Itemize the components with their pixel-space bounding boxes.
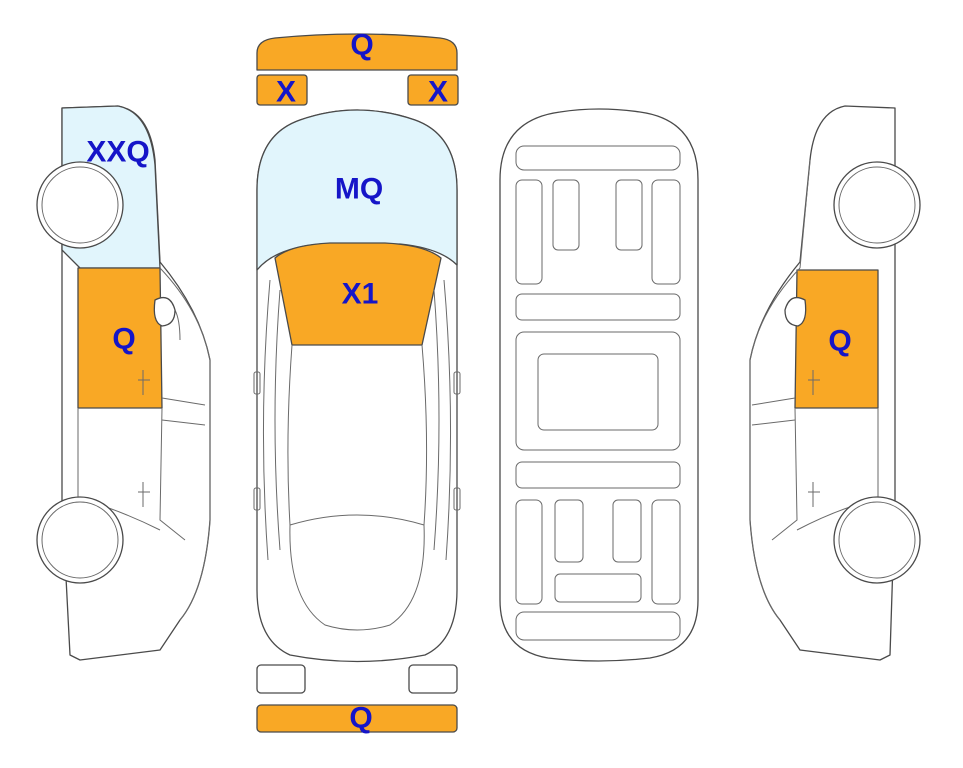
car-top-view — [253, 109, 461, 663]
underbody-part — [651, 499, 681, 605]
left-front-handle — [138, 482, 150, 507]
right-pillar — [799, 159, 811, 269]
left-front-door-edge — [159, 407, 186, 541]
right-belt-line — [751, 397, 796, 406]
taillight-right-part[interactable] — [408, 664, 458, 694]
underbody-part — [615, 179, 643, 251]
front-bumper-part[interactable] — [256, 33, 458, 71]
right-side-line — [443, 279, 452, 561]
right-rear-wheel — [833, 161, 921, 249]
left-rear-handle — [138, 370, 150, 395]
right-handle — [453, 487, 461, 511]
right-rear-wheel-rim — [838, 166, 916, 244]
right-front-handle — [808, 482, 820, 507]
right-front-contour — [749, 267, 801, 621]
headlight-right-label: X — [428, 76, 448, 109]
left-belt-line-2 — [161, 419, 206, 426]
left-mirror — [153, 296, 176, 327]
rear-bumper-label: Q — [349, 702, 372, 735]
trunk-outline — [289, 524, 425, 631]
underbody-part — [515, 293, 681, 321]
headlight-left-part[interactable] — [256, 74, 308, 106]
left-rear-wheel — [36, 161, 124, 249]
headlight-left-label: X — [276, 76, 296, 109]
left-belt-line — [161, 397, 206, 406]
underbody-rear-panel — [515, 611, 681, 641]
left-rear-wheel-rim — [41, 166, 119, 244]
underbody-part — [515, 461, 681, 489]
front-bumper-label: Q — [350, 29, 373, 62]
right-front-wheel — [833, 496, 921, 584]
damage-labels: Q X X MQ X1 XXQ Q Q Q — [86, 29, 851, 735]
right-mirror — [784, 296, 807, 327]
hood-part[interactable] — [274, 242, 442, 346]
rear-bumper-part[interactable] — [256, 704, 458, 733]
taillight-left-part[interactable] — [256, 664, 306, 694]
car-left-side-view — [36, 105, 211, 661]
underbody-part — [612, 499, 642, 563]
left-inner-line — [274, 289, 281, 551]
underbody-front-panel — [515, 145, 681, 171]
underbody-part — [552, 179, 580, 251]
headlight-right-part[interactable] — [407, 74, 459, 106]
right-rear-door-label: Q — [828, 325, 851, 358]
car-right-side-view — [749, 105, 921, 661]
underbody-center-panel — [537, 353, 659, 431]
right-front-door-edge — [771, 407, 798, 541]
roof-outline — [287, 344, 428, 526]
right-front-wheel-rim — [838, 501, 916, 579]
left-front-contour — [159, 267, 211, 621]
left-handle — [253, 487, 261, 511]
left-front-wheel — [36, 496, 124, 584]
left-front-wheel-rim — [41, 501, 119, 579]
windshield-label: MQ — [335, 173, 383, 206]
left-side-line — [262, 279, 271, 561]
right-mirror — [453, 371, 461, 395]
left-mirror — [253, 371, 261, 395]
underbody-part — [554, 499, 584, 563]
underbody-part — [515, 499, 543, 605]
left-rear-door-label: Q — [112, 323, 135, 356]
hood-label: X1 — [342, 278, 379, 311]
underbody-part — [515, 179, 543, 285]
right-belt-line-2 — [751, 419, 796, 426]
underbody-outline — [499, 108, 699, 662]
left-rear-window-label: XXQ — [86, 136, 149, 169]
car-underbody-view — [499, 108, 699, 662]
underbody-part — [515, 331, 681, 451]
underbody-part — [554, 573, 642, 603]
right-inner-line — [433, 289, 440, 551]
right-rear-handle — [808, 370, 820, 395]
underbody-part — [651, 179, 681, 285]
